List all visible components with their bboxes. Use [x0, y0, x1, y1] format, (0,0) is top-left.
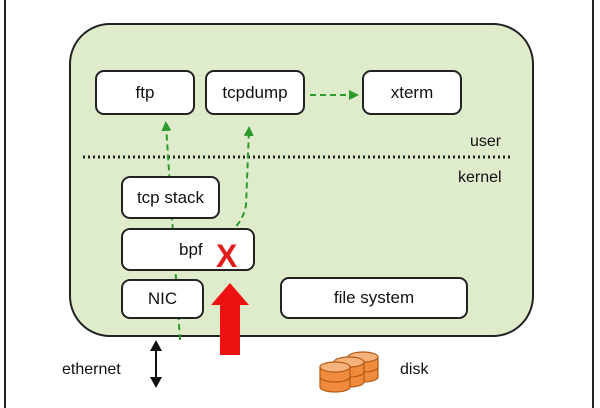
kernel-label: kernel [458, 169, 502, 186]
nic-label: NIC [147, 289, 178, 308]
disk-label: disk [400, 361, 429, 378]
bpf-box: bpf [121, 228, 255, 271]
bpf-label: bpf [179, 239, 203, 259]
tcpdump-box: tcpdump [205, 70, 305, 115]
xterm-box: xterm [362, 70, 462, 115]
right-border [592, 0, 594, 408]
nic-box: NIC [121, 279, 204, 319]
tcp-stack-box: tcp stack [121, 176, 220, 219]
ftp-label: ftp [135, 82, 155, 102]
file-system-box: file system [280, 277, 468, 319]
tcp-stack-label: tcp stack [136, 187, 205, 207]
blocked-x-mark: X [216, 238, 238, 274]
injection-arrow [211, 283, 249, 355]
double-arrow-icon [150, 340, 162, 388]
user-label: user [470, 133, 502, 150]
left-border [4, 0, 6, 408]
ftp-box: ftp [95, 70, 195, 115]
ethernet-label: ethernet [62, 361, 121, 378]
file-system-label: file system [333, 288, 415, 307]
disk-stack-icon [319, 351, 379, 393]
tcpdump-label: tcpdump [222, 82, 288, 102]
xterm-label: xterm [390, 82, 434, 102]
